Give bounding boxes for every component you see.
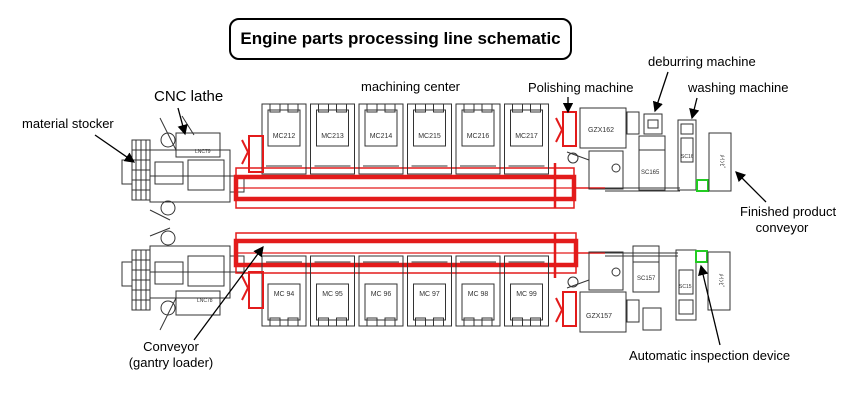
top-polishing-machine: GZX162 <box>566 107 640 190</box>
top-loader-robot-left <box>241 135 264 173</box>
machining-center-id: MC214 <box>370 133 393 140</box>
machining-center-id: MC216 <box>467 133 490 140</box>
label-material-stocker: material stocker <box>22 116 114 131</box>
machining-center-unit: MC216 <box>455 103 501 175</box>
bottom-cnc-lathe: LNC78 <box>149 227 245 331</box>
label-washing-machine: washing machine <box>688 80 789 95</box>
label-finished-product-conveyor: Finished product conveyor <box>740 204 837 236</box>
bottom-loader-robot-right <box>555 291 577 327</box>
arrow-deburring-machine <box>652 71 669 113</box>
bottom-finished-conveyor-box: ﾒｲﾝﾋﾟ <box>707 251 731 311</box>
bottom-loader-robot-left <box>241 271 264 309</box>
arrow-conveyor-gantry <box>193 245 264 341</box>
machining-center-unit: MC217 <box>504 103 549 175</box>
top-deburring-machine: SC165 <box>605 113 680 192</box>
top-conveyor <box>233 163 605 209</box>
label-machining-center: machining center <box>361 79 460 94</box>
machining-center-id: MC212 <box>273 133 296 140</box>
label-automatic-inspection: Automatic inspection device <box>629 348 791 363</box>
bottom-washing-machine: SC15 <box>675 249 697 321</box>
top-loader-robot-right <box>555 111 577 147</box>
bottom-end-box-text: ﾒｲﾝﾋﾟ <box>717 273 724 288</box>
label-conveyor-line2: (gantry loader) <box>128 355 214 370</box>
label-polishing-machine: Polishing machine <box>528 80 634 95</box>
arrow-inspection-device <box>698 264 721 346</box>
diagram-title: Engine parts processing line schematic <box>229 18 572 60</box>
top-end-box-text: ﾒｲﾝﾋﾟ <box>718 154 725 169</box>
bottom-machining-centers: MC 94 MC 95 MC 96 MC 97 MC 98 MC 99 <box>261 255 549 327</box>
arrow-finished-conveyor <box>735 171 767 203</box>
label-deburring-machine: deburring machine <box>648 54 756 69</box>
top-washing-machine: SC16 <box>677 119 697 191</box>
label-conveyor-gantry: Conveyor (gantry loader) <box>116 339 226 371</box>
arrow-cnc-lathe <box>177 107 188 136</box>
machining-center-unit: MC212 <box>261 103 307 175</box>
top-lathe-id: LNC79 <box>195 149 211 155</box>
top-machining-centers: MC212 MC213 MC214 MC215 MC216 MC217 <box>261 103 549 175</box>
machining-center-unit: MC 99 <box>504 255 549 327</box>
machining-center-id: MC 97 <box>419 291 440 298</box>
machining-center-id: MC215 <box>418 133 441 140</box>
machining-center-id: MC 94 <box>274 291 295 298</box>
machining-center-unit: MC 95 <box>310 255 355 327</box>
bottom-deburring-machine: SC157 <box>605 245 678 293</box>
label-cnc-lathe: CNC lathe <box>154 88 224 105</box>
machining-center-unit: MC215 <box>407 103 452 175</box>
machining-center-id: MC 96 <box>371 291 392 298</box>
machining-center-unit: MC 96 <box>358 255 404 327</box>
bottom-washer-id: SC15 <box>679 284 692 290</box>
bottom-polisher-id: GZX157 <box>586 313 612 320</box>
machining-center-unit: MC 98 <box>455 255 501 327</box>
machining-center-id: MC213 <box>321 133 344 140</box>
label-finished-product-line2: conveyor <box>755 220 809 235</box>
bottom-inspection-marker <box>695 250 708 263</box>
top-deburr-id: SC165 <box>641 170 660 176</box>
bottom-lathe-id: LNC78 <box>197 298 213 304</box>
top-cnc-lathe: LNC79 <box>149 115 245 221</box>
machining-center-unit: MC 97 <box>407 255 452 327</box>
machining-center-id: MC217 <box>515 133 538 140</box>
arrow-material-stocker <box>94 134 136 163</box>
top-material-stocker <box>121 139 151 201</box>
label-finished-product-line1: Finished product <box>740 204 837 219</box>
top-finished-conveyor-box: ﾒｲﾝﾋﾟ <box>708 132 732 192</box>
top-washer-id: SC16 <box>681 154 694 160</box>
machining-center-unit: MC213 <box>310 103 355 175</box>
top-inspection-marker <box>696 179 709 192</box>
bottom-deburr-id: SC157 <box>637 276 656 282</box>
machining-center-unit: MC214 <box>358 103 404 175</box>
machining-center-id: MC 99 <box>516 291 537 298</box>
bottom-conveyor <box>233 232 605 278</box>
callout-arrows <box>94 71 767 346</box>
label-conveyor-line1: Conveyor <box>143 339 199 354</box>
machining-center-id: MC 95 <box>322 291 343 298</box>
arrow-washing-machine <box>689 97 700 120</box>
top-polisher-id: GZX162 <box>588 127 614 134</box>
bottom-material-stocker <box>121 249 151 311</box>
machining-center-id: MC 98 <box>468 291 489 298</box>
bottom-polishing-machine: GZX157 <box>566 251 662 333</box>
